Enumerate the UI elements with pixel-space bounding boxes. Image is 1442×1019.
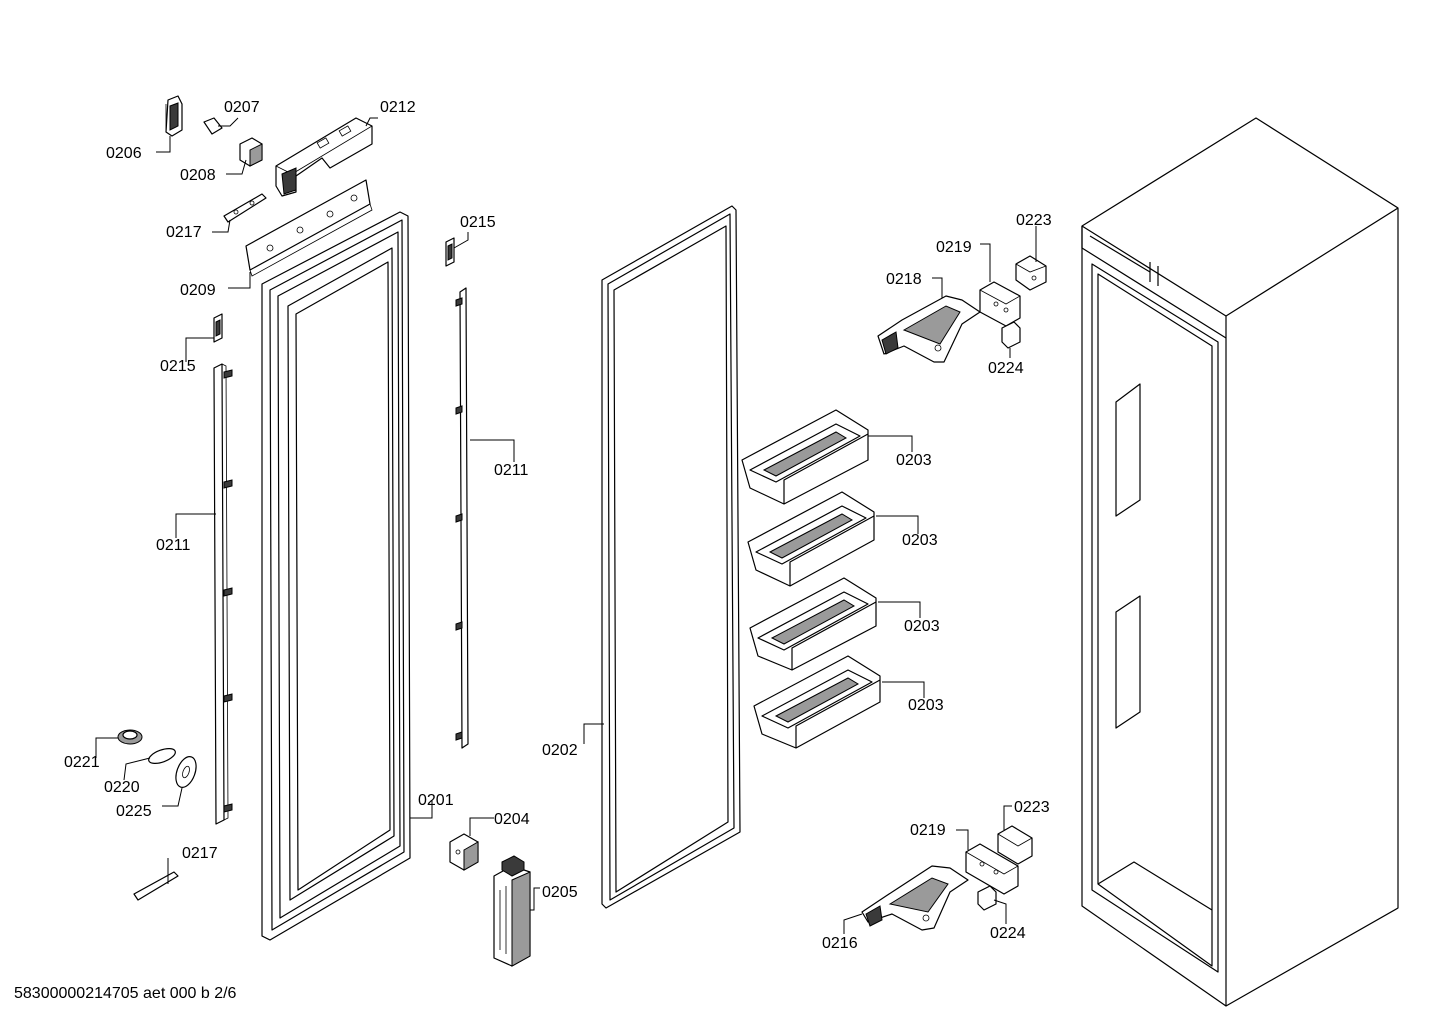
label-0205: 0205	[542, 884, 578, 901]
part-0224-upper-clip	[1001, 321, 1021, 349]
label-0206: 0206	[106, 145, 142, 162]
part-0203-bin-3	[749, 577, 877, 671]
part-0211-right-rail	[455, 287, 469, 749]
drawing-footer-code: 58300000214705 aet 000 b 2/6	[14, 985, 237, 1002]
part-0217-bracket-bottom	[133, 871, 179, 901]
part-0223-upper-plate	[1015, 255, 1047, 291]
label-0202: 0202	[542, 742, 578, 759]
label-0207: 0207	[224, 99, 260, 116]
part-0203-bin-1	[741, 409, 869, 505]
part-0220-disc	[148, 748, 176, 764]
label-0221: 0221	[64, 754, 100, 771]
part-0207-cap	[203, 117, 223, 135]
label-0217: 0217	[166, 224, 202, 241]
part-0201-door	[261, 211, 411, 941]
label-0215: 0215	[160, 358, 196, 375]
label-0223: 0223	[1016, 212, 1052, 229]
part-0219-upper-mount	[979, 281, 1021, 327]
part-0216-lower-hinge	[861, 865, 969, 931]
part-0208-block	[239, 137, 263, 167]
part-0225-washer	[175, 756, 197, 788]
label-0203: 0203	[902, 532, 938, 549]
label-0203: 0203	[904, 618, 940, 635]
label-0219: 0219	[936, 239, 972, 256]
part-0221-knob	[117, 729, 143, 745]
label-0204: 0204	[494, 811, 530, 828]
part-0215-right-clip	[445, 237, 455, 267]
part-0205-handle-block	[493, 855, 531, 967]
label-0219: 0219	[910, 822, 946, 839]
part-0209-top-plate	[245, 179, 373, 277]
label-0211: 0211	[494, 462, 529, 479]
label-0223: 0223	[1014, 799, 1050, 816]
label-0218: 0218	[886, 271, 922, 288]
part-0202-door-seal	[601, 205, 741, 909]
label-0203: 0203	[896, 452, 932, 469]
part-0206-latch	[165, 95, 183, 137]
label-0216: 0216	[822, 935, 858, 952]
part-labels: 0206 0207 0212 0208 0217 0209 0215 0215 …	[64, 99, 1052, 952]
label-0224: 0224	[990, 925, 1026, 942]
part-0223-lower-plate	[997, 825, 1033, 865]
part-cabinet-housing	[1081, 117, 1399, 1007]
part-0204-hinge-bracket	[449, 833, 479, 871]
part-0203-bin-2	[747, 491, 875, 587]
label-0215: 0215	[460, 214, 496, 231]
label-0211: 0211	[156, 537, 191, 554]
label-0203: 0203	[908, 697, 944, 714]
label-0224: 0224	[988, 360, 1024, 377]
part-0218-upper-hinge	[877, 295, 981, 363]
label-0225: 0225	[116, 803, 152, 820]
leader-lines	[95, 117, 1037, 934]
part-0215-left-clip	[213, 313, 223, 343]
part-0211-left-rail	[213, 363, 233, 825]
part-0219-lower-mount	[965, 843, 1019, 895]
label-0208: 0208	[180, 167, 216, 184]
label-0201: 0201	[418, 792, 454, 809]
part-0217-bracket-top	[223, 193, 267, 223]
part-0212-top-housing	[275, 117, 373, 197]
label-0212: 0212	[380, 99, 416, 116]
label-0209: 0209	[180, 282, 216, 299]
label-0220: 0220	[104, 779, 140, 796]
label-0217: 0217	[182, 845, 218, 862]
part-0203-bin-4	[753, 655, 881, 749]
part-0224-lower-clip	[977, 885, 997, 911]
